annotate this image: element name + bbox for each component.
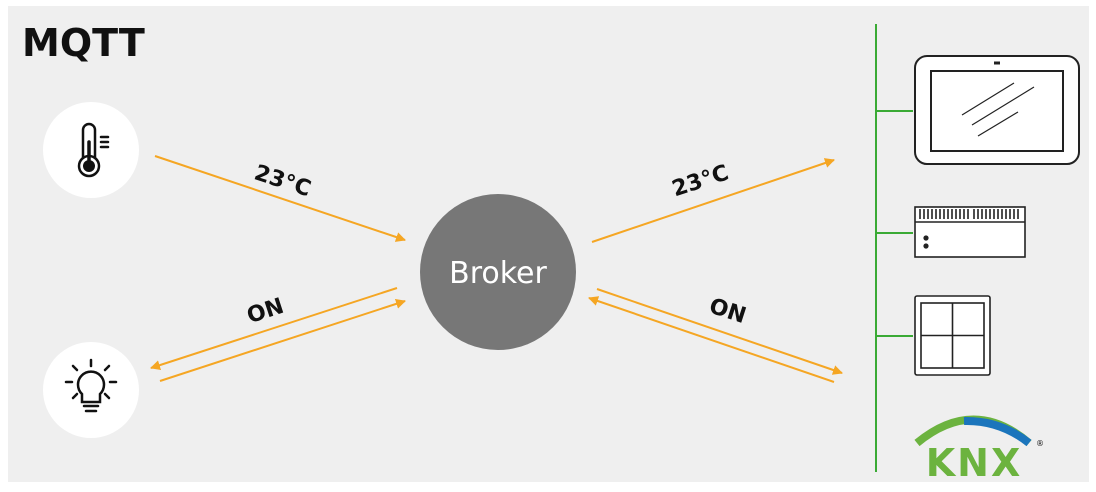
knx-registered-mark: ®: [1036, 439, 1044, 448]
broker-label: Broker: [449, 256, 547, 291]
touch-panel-icon: [914, 55, 1080, 165]
light-actuator: [43, 342, 139, 438]
knx-logo-text: KNX: [926, 441, 1023, 485]
arrow-sensor-to-broker: [154, 155, 406, 242]
arrow-broker-to-light: [150, 287, 398, 370]
arrow-light-to-broker: [159, 299, 406, 382]
din-rail-device-icon: [914, 206, 1026, 258]
arrow-broker-to-devices-on: [596, 288, 843, 375]
knx-bus: [875, 24, 913, 472]
knx-logo: KNX ®: [914, 415, 1044, 485]
lightbulb-icon: [64, 358, 118, 413]
thermometer-icon: [77, 122, 110, 178]
temperature-sensor: [43, 102, 139, 198]
push-button-switch-icon: [914, 295, 991, 376]
page-title: MQTT: [22, 21, 145, 65]
broker-node: Broker: [420, 194, 576, 350]
arrow-broker-to-devices: [591, 158, 835, 243]
message-arrows: [150, 155, 843, 383]
arrow-devices-to-broker: [588, 296, 835, 383]
